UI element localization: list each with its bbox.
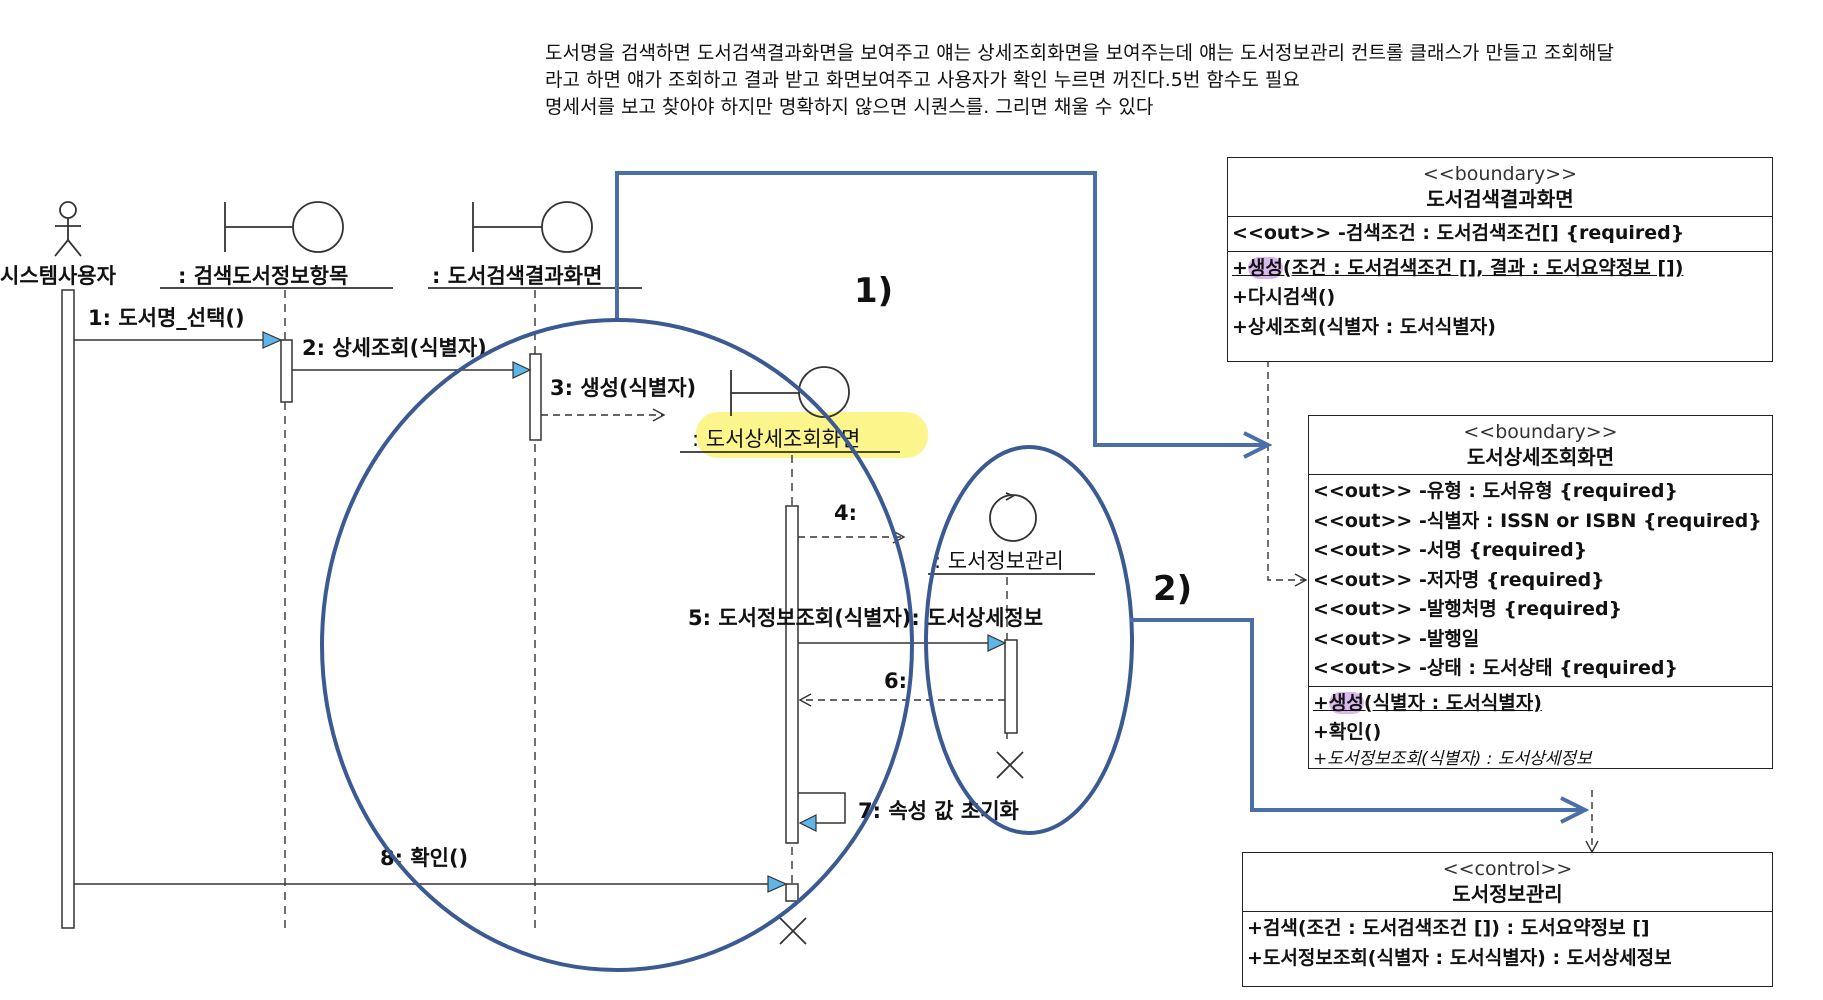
- attribute-row: <<out>> -발행일: [1313, 627, 1480, 650]
- message-2: 2: 상세조회(식별자): [302, 336, 487, 360]
- class-detail-screen: <<boundary>> 도서상세조회화면 <<out>> -유형 : 도서유형…: [1308, 415, 1773, 769]
- lifeline-label-detail-screen: : 도서상세조회화면: [692, 427, 860, 451]
- note-line-2: 라고 하면 얘가 조회하고 결과 받고 화면보여주고 사용자가 확인 누르면 꺼…: [545, 69, 1300, 91]
- attribute-row: <<out>> -서명 {required}: [1313, 539, 1588, 561]
- boundary-icon: [730, 366, 850, 418]
- activation-bars: [61, 289, 1018, 929]
- attribute-row: <<out>> -유형 : 도서유형 {required}: [1313, 480, 1678, 502]
- message-4: 4:: [834, 501, 857, 525]
- yellow-highlight: [696, 412, 928, 458]
- purple-highlight: 생성: [1247, 256, 1283, 279]
- operation-row: +검색(조건 : 도서검색조건 []) : 도서요약정보 []: [1247, 917, 1650, 939]
- note-line-1: 도서명을 검색하면 도서검색결과화면을 보여주고 얘는 상세조회화면을 보여주는…: [545, 42, 1614, 64]
- attribute-row: <<out>> -상태 : 도서상태 {required}: [1313, 657, 1678, 679]
- operation-row: +생성(식별자 : 도서식별자): [1313, 691, 1542, 714]
- note-line-3: 명세서를 보고 찾아야 하지만 명확하지 않으면 시퀀스를. 그리면 채울 수 …: [545, 96, 1154, 118]
- annotation-arrows: [615, 171, 1585, 810]
- message-6: 6:: [884, 669, 907, 693]
- operation-row: +상세조회(식별자 : 도서식별자): [1232, 315, 1496, 338]
- class-name: 도서상세조회화면: [1466, 445, 1615, 469]
- message-7: 7: 속성 값 초기화: [858, 799, 1020, 823]
- message-3: 3: 생성(식별자): [550, 376, 696, 400]
- lifeline-label-search-item: : 검색도서정보항목: [178, 264, 348, 288]
- attribute-row: <<out>> -식별자 : ISSN or ISBN {required}: [1313, 509, 1762, 532]
- annotation-2: 2): [1153, 569, 1192, 609]
- class-name: 도서정보관리: [1452, 882, 1563, 906]
- lifeline-label-result-screen: : 도서검색결과화면: [432, 264, 602, 288]
- attribute-row: <<out>> -검색조건 : 도서검색조건[] {required}: [1232, 222, 1685, 244]
- lifeline-label-info-mgmt: : 도서정보관리: [934, 549, 1064, 573]
- sync-messages: [74, 339, 988, 885]
- message-5: 5: 도서정보조회(식별자): 도서상세정보: [688, 606, 1043, 630]
- stereotype-label: <<boundary>>: [1463, 421, 1618, 443]
- destroy-marks: [779, 751, 1024, 945]
- actor-icon: [54, 201, 82, 257]
- purple-highlight: 생성: [1328, 691, 1364, 714]
- attribute-row: <<out>> -발행처명 {required}: [1313, 598, 1623, 620]
- annotation-1: 1): [854, 271, 893, 311]
- class-name: 도서검색결과화면: [1426, 187, 1574, 211]
- class-info-mgmt: <<control>> 도서정보관리 +검색(조건 : 도서검색조건 []) :…: [1242, 852, 1773, 987]
- message-1: 1: 도서명_선택(): [88, 306, 245, 330]
- operation-row: +도서정보조회(식별자 : 도서식별자) : 도서상세정보: [1247, 946, 1672, 969]
- handwritten-operation: +도서정보조회(식별자) : 도서상세정보: [1313, 748, 1592, 769]
- operation-row: +확인(): [1313, 721, 1382, 743]
- attribute-row: <<out>> -저자명 {required}: [1313, 568, 1605, 591]
- stereotype-label: <<boundary>>: [1422, 163, 1578, 185]
- boundary-icon: [472, 201, 593, 253]
- stereotype-label: <<control>>: [1442, 858, 1573, 880]
- annotation-note: 도서명을 검색하면 도서검색결과화면을 보여주고 얘는 상세조회화면을 보여주는…: [545, 40, 1614, 121]
- annotation-ellipses: [320, 318, 1134, 972]
- class-result-screen: <<boundary>> 도서검색결과화면 <<out>> -검색조건 : 도서…: [1227, 157, 1773, 362]
- control-icon: [989, 492, 1037, 542]
- operation-row: +다시검색(): [1232, 286, 1336, 308]
- arrowheads: [262, 331, 1007, 893]
- boundary-icon: [224, 201, 344, 253]
- lifeline-label-actor: 시스템사용자: [0, 264, 117, 288]
- operation-row: +생성(조건 : 도서검색조건 [], 결과 : 도서요약정보 []): [1232, 256, 1684, 279]
